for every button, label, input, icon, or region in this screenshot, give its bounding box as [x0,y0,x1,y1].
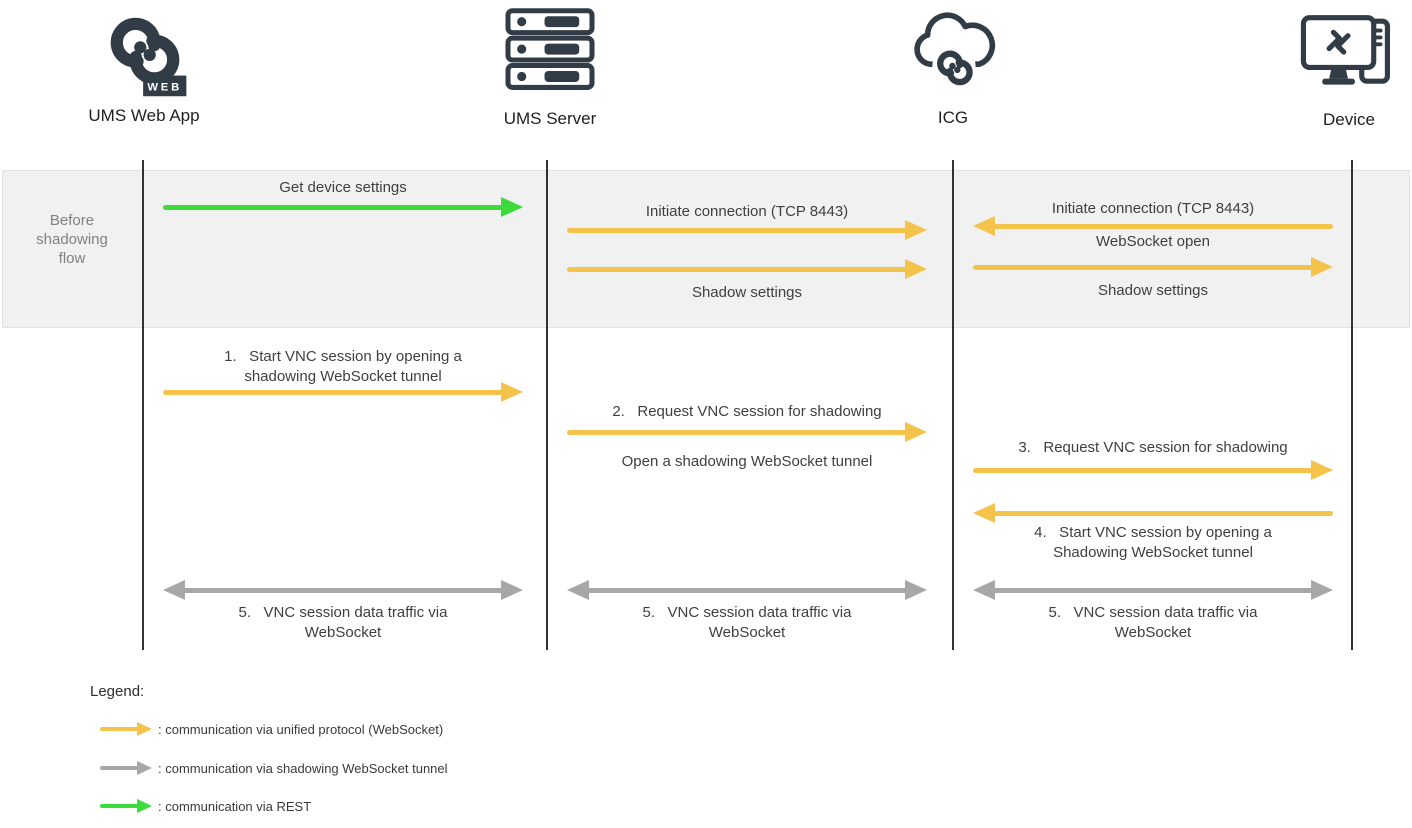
msg-step4: 4. Start VNC session by opening a Shadow… [973,523,1333,563]
arrow-step5-server-icg [567,580,927,600]
arrow-initiate-connection-ums-icg [567,220,927,240]
legend-title: Legend: [90,683,145,700]
arrow-get-device-settings [163,197,523,217]
arrow-step3 [973,460,1333,480]
cloud-logo-icon [914,12,996,88]
lifeline-icg [952,160,954,650]
legend-unified-protocol-arrow-icon [100,721,152,737]
msg-step1-line2: shadowing WebSocket tunnel [244,368,442,385]
msg-initiate-connection-device-icg: Initiate connection (TCP 8443) [1051,200,1255,217]
msg-step5-col2: 5. VNC session data traffic via WebSocke… [567,603,927,643]
msg-step5-col1: 5. VNC session data traffic via WebSocke… [163,603,523,643]
msg-step5-col1-line1: 5. VNC session data traffic via [238,604,448,621]
server-rack-icon [505,8,595,90]
igel-web-logo-icon: WEB [98,4,187,97]
arrow-step2 [567,422,927,442]
msg-step5-col1-line2: WebSocket [304,624,382,641]
msg-shadow-settings-icg-device: Shadow settings [1097,282,1209,299]
arrow-shadow-settings-ums-icg [567,259,927,279]
lifeline-ums-web-app [142,160,144,650]
monitor-tower-icon [1300,15,1390,85]
arrow-initiate-connection-device-icg [973,216,1333,236]
lifeline-ums-server [546,160,548,650]
msg-step2: 2. Request VNC session for shadowing [612,403,882,420]
web-badge-label: WEB [147,82,182,94]
legend-rest-label: : communication via REST [158,799,312,814]
legend-rest-arrow-icon [100,798,152,814]
legend-shadow-tunnel-label: : communication via shadowing WebSocket … [158,761,448,776]
msg-step4-line1: 4. Start VNC session by opening a [1034,524,1272,541]
legend-shadow-tunnel-arrow-icon [100,760,152,776]
arrow-step5-web-server [163,580,523,600]
msg-initiate-connection-ums-icg: Initiate connection (TCP 8443) [645,203,849,220]
web-badge [143,75,187,97]
msg-step5-col2-line2: WebSocket [708,624,786,641]
msg-step5-col3: 5. VNC session data traffic via WebSocke… [973,603,1333,643]
msg-step5-col2-line1: 5. VNC session data traffic via [642,604,852,621]
msg-websocket-open: WebSocket open [1096,233,1210,250]
legend-unified-protocol-label: : communication via unified protocol (We… [158,722,444,737]
arrow-step1 [163,382,523,402]
before-shadowing-band-label: Before shadowing flow [36,212,108,267]
msg-step1-line1: 1. Start VNC session by opening a [224,348,462,365]
msg-step3: 3. Request VNC session for shadowing [1018,439,1288,456]
msg-get-device-settings: Get device settings [279,179,407,196]
msg-shadow-settings-ums-icg: Shadow settings [691,284,803,301]
before-shadowing-band [2,170,1410,328]
arrow-shadow-settings-icg-device [973,257,1333,277]
msg-step1: 1. Start VNC session by opening a shadow… [163,347,523,387]
actor-label-device: Device [1323,110,1375,129]
msg-step5-col3-line2: WebSocket [1114,624,1192,641]
msg-step4-line2: Shadowing WebSocket tunnel [1053,544,1253,561]
msg-step2-sub: Open a shadowing WebSocket tunnel [621,453,873,470]
arrow-step4 [973,503,1333,523]
arrow-step5-icg-device [973,580,1333,600]
lifeline-device [1351,160,1353,650]
msg-step5-col3-line1: 5. VNC session data traffic via [1048,604,1258,621]
actor-label-icg: ICG [937,108,969,127]
actor-label-ums-web-app: UMS Web App [88,106,200,125]
actor-label-ums-server: UMS Server [503,109,597,128]
